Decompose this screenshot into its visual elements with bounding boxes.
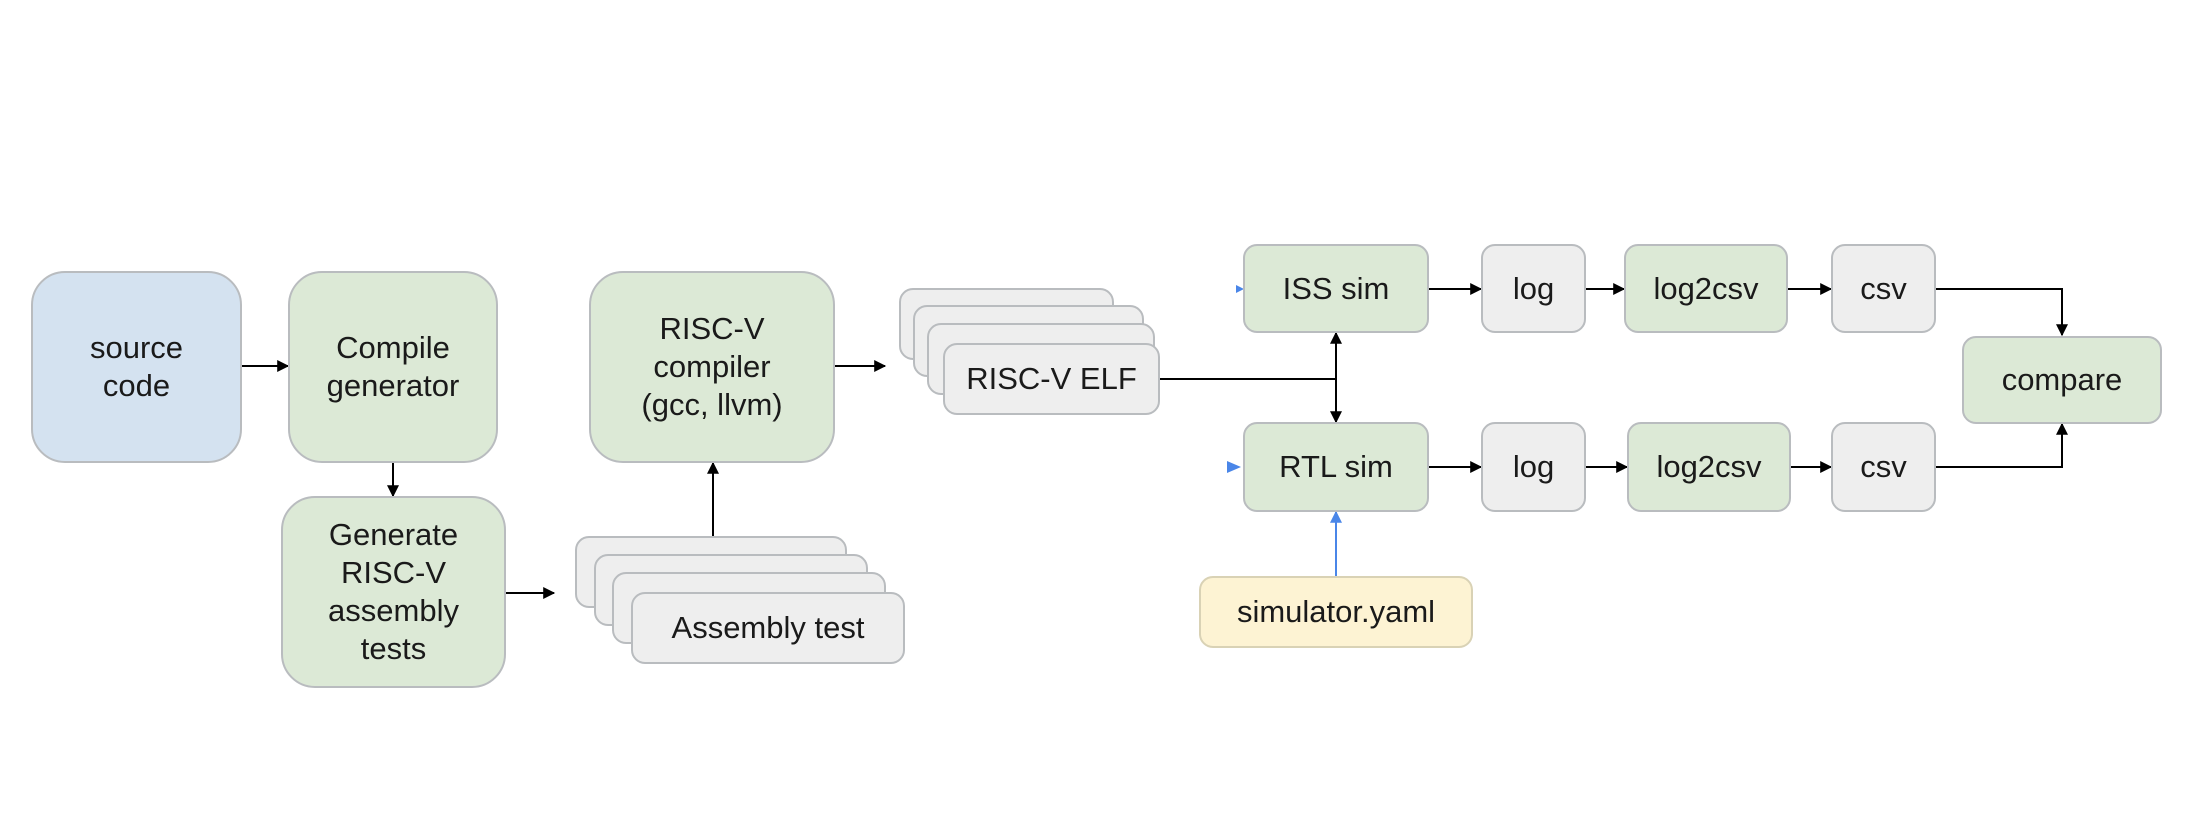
rtl-sim-label: RTL sim (1279, 449, 1393, 484)
assembly-test-label: Assembly test (671, 610, 865, 645)
iss-csv-node: csv (1831, 244, 1936, 333)
assembly-test-node: Assembly test (631, 592, 905, 664)
blue-tick-iss (1236, 285, 1244, 293)
iss-log-node: log (1481, 244, 1586, 333)
blue-tick-rtl (1227, 461, 1241, 473)
rtl-log2csv-label: log2csv (1656, 449, 1762, 484)
riscv-elf-node: RISC-V ELF (943, 343, 1160, 415)
source-code-label: source code (89, 330, 184, 403)
iss-sim-node: ISS sim (1243, 244, 1429, 333)
rtl-log-node: log (1481, 422, 1586, 512)
compare-label: compare (2001, 362, 2123, 397)
rtl-csv-node: csv (1831, 422, 1936, 512)
riscv-elf-label: RISC-V ELF (966, 361, 1137, 396)
simulator-yaml-label: simulator.yaml (1236, 594, 1436, 629)
compile-generator-node: Compile generator (288, 271, 498, 463)
iss-csv-label: csv (1860, 270, 1907, 306)
generate-tests-node: Generate RISC-V assembly tests (281, 496, 506, 688)
iss-log-label: log (1512, 270, 1555, 306)
arrow-rtl-csv-to-compare (1936, 422, 2068, 468)
source-code-node: source code (31, 271, 242, 463)
riscv-compiler-node: RISC-V compiler (gcc, llvm) (589, 271, 835, 463)
rtl-sim-node: RTL sim (1243, 422, 1429, 512)
iss-log2csv-node: log2csv (1624, 244, 1788, 333)
iss-log2csv-label: log2csv (1653, 270, 1759, 306)
generate-tests-label: Generate RISC-V assembly tests (328, 517, 459, 666)
compare-node: compare (1962, 336, 2162, 424)
iss-sim-label: ISS sim (1282, 270, 1390, 306)
rtl-log2csv-node: log2csv (1627, 422, 1791, 512)
compile-generator-label: Compile generator (326, 330, 460, 403)
rtl-csv-label: csv (1860, 449, 1907, 484)
simulator-yaml-node: simulator.yaml (1199, 576, 1473, 648)
arrow-iss-csv-to-compare (1936, 288, 2068, 337)
riscv-compiler-label: RISC-V compiler (gcc, llvm) (641, 311, 783, 422)
rtl-log-label: log (1512, 449, 1555, 484)
